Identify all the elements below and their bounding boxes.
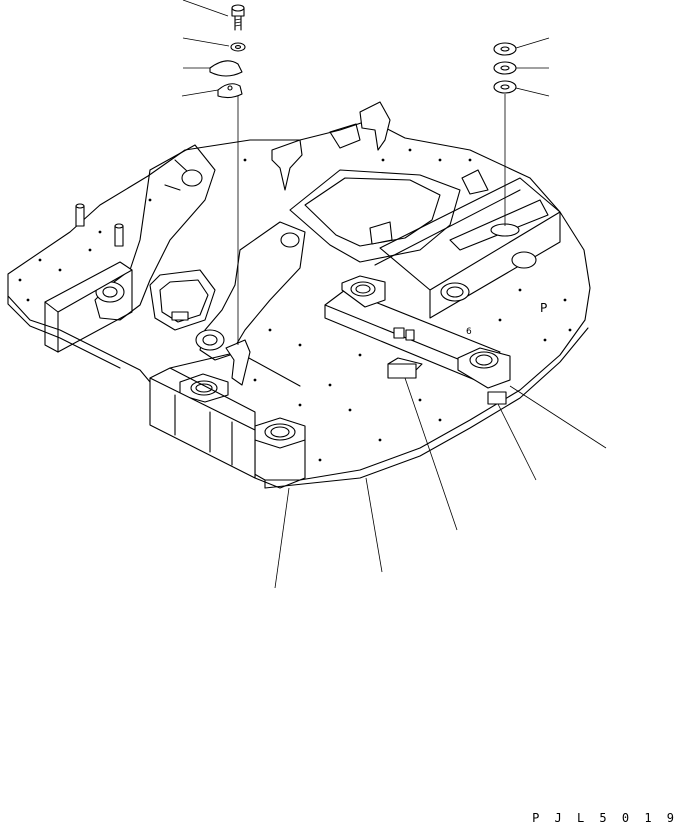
svg-text:6: 6 [466, 327, 472, 337]
washer-icon [230, 42, 246, 52]
svg-text:P: P [540, 301, 547, 315]
counterweight-mount-icon [179, 275, 511, 489]
revolving-frame-icon: P 6 [7, 101, 591, 489]
shim-plate-icon [217, 83, 243, 99]
leader-lines [181, 0, 607, 589]
cover-plate-icon [209, 60, 243, 77]
drawing-reference-code: P J L 5 0 1 9 [532, 811, 678, 825]
bolt-icon [231, 4, 245, 31]
washer-stack-icon [493, 42, 517, 94]
